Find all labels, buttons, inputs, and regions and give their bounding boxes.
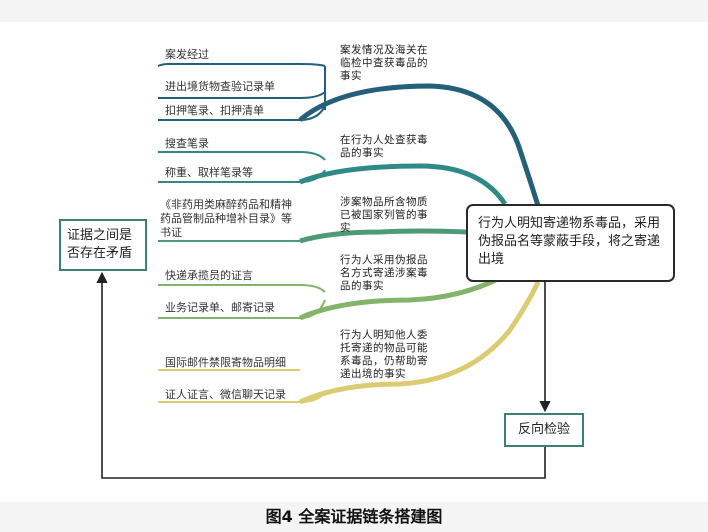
fact-label: 行为人采用伪报品名方式寄递涉案毒品的事实 (340, 254, 428, 292)
fact-label: 在行为人处查获毒品的事实 (340, 134, 428, 159)
evidence-item: 搜查笔录 (165, 137, 209, 150)
branch-4 (158, 275, 502, 321)
conclusion-box: 行为人明知寄递物系毒品，采用伪报品名等蒙蔽手段，将之寄递出境 (466, 204, 675, 282)
evidence-item: 案发经过 (165, 48, 209, 61)
evidence-item: 《非药用类麻醉药品和精神药品管制品种增补目录》等书证 (160, 198, 292, 239)
evidence-item: 业务记录单、邮寄记录 (165, 301, 275, 314)
evidence-item: 国际邮件禁限寄物品明细 (165, 356, 286, 369)
fact-label: 案发情况及海关在临检中查获毒品的事实 (340, 44, 428, 82)
branch-1 (157, 63, 543, 213)
fact-label: 涉案物品所含物质已被国家列管的事实 (340, 196, 428, 234)
evidence-item: 证人证言、微信聊天记录 (165, 388, 286, 401)
evidence-item: 进出境货物查验记录单 (165, 80, 275, 93)
branch-5 (158, 280, 541, 405)
reverse-check-box: 反向检验 (504, 413, 584, 447)
evidence-item: 称重、取样笔录等 (165, 166, 253, 179)
figure-caption: 图4 全案证据链条搭建图 (265, 507, 443, 526)
contradiction-check-box: 证据之间是否存在矛盾 (59, 219, 147, 271)
arrow-to-contradiction (96, 271, 546, 479)
branch-2 (158, 151, 508, 206)
top-band (0, 0, 708, 22)
caption-band (0, 502, 708, 532)
fact-label: 行为人明知他人委托寄递的物品可能系毒品，仍帮助寄递出境的事实 (340, 329, 428, 380)
evidence-item: 扣押笔录、扣押清单 (165, 104, 264, 117)
evidence-item: 快递承揽员的证言 (165, 269, 253, 282)
branch-3 (158, 228, 467, 244)
